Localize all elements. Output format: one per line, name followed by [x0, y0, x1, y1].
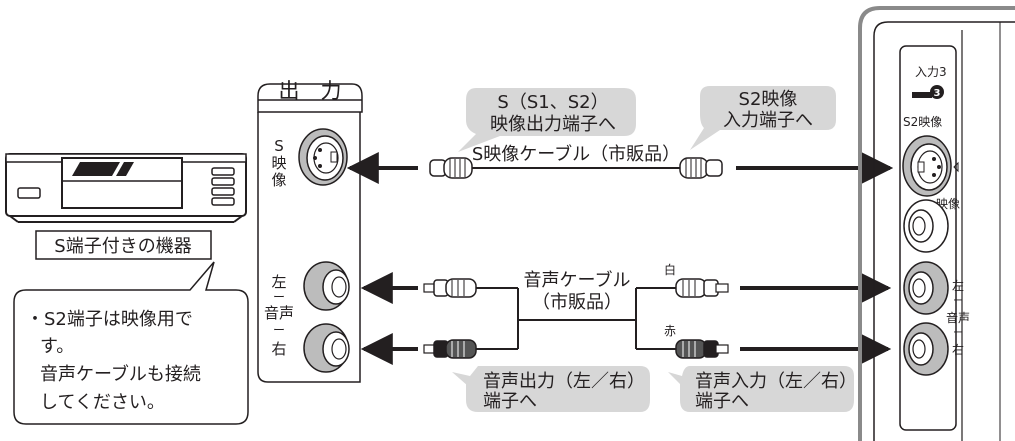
- note-line-2: す。: [40, 336, 74, 357]
- tv-audio-left-jack: [903, 261, 949, 315]
- rca-plug-red-right-icon: [675, 339, 729, 359]
- output-audio-dash-2: ー: [273, 323, 285, 337]
- device-caption-box: [35, 230, 212, 260]
- white-plug-label: 白: [664, 262, 676, 277]
- rca-plug-white-right-icon: [675, 278, 729, 298]
- rca-plug-red-left-icon: [423, 339, 477, 359]
- audio-cable-label-1: 音声ケーブル: [524, 269, 631, 291]
- tv-input-bar-icon: [912, 92, 932, 98]
- tv-audio-right-jack: [903, 322, 949, 376]
- callout-audio-output-line1: 音声出力（左／右）: [483, 371, 645, 392]
- callout-s-output: [458, 88, 636, 152]
- callout-audio-input-line2: 端子へ: [695, 391, 749, 412]
- tv-audio-dash-1: ー: [953, 296, 963, 307]
- callout-s2-input: [690, 86, 836, 150]
- output-s-label-2: 映: [271, 154, 286, 172]
- s-video-cable-label: S映像ケーブル（市販品）: [472, 143, 680, 165]
- callout-s-output-line1: S（S1、S2）: [497, 92, 608, 113]
- tv-input-number-icon: [930, 85, 944, 99]
- s-plug-left-icon: [429, 157, 473, 179]
- tape-slot-icon: [72, 162, 120, 176]
- tv-s2-label: S2映像: [903, 115, 942, 129]
- tv-input-label: 入力3: [915, 65, 947, 79]
- tv-video-jack: [903, 199, 949, 253]
- note-line-1: ・S2端子は映像用で: [26, 309, 193, 330]
- callout-audio-input-line1: 音声入力（左／右）: [695, 371, 857, 392]
- tv-input-number: 3: [934, 88, 941, 99]
- rca-plug-white-left-icon: [423, 278, 477, 298]
- s-plug-right-icon: [679, 157, 723, 179]
- tv-audio-dash-2: ー: [953, 328, 963, 339]
- callout-s-output-line2: 映像出力端子へ: [490, 114, 616, 135]
- output-s-label-3: 像: [271, 171, 286, 189]
- output-audio-left-jack: [303, 261, 350, 311]
- device-caption: S端子付きの機器: [54, 236, 191, 257]
- front-vent-icon: [211, 167, 235, 206]
- output-audio-right: 右: [271, 340, 286, 358]
- callout-s2-input-line2: 入力端子へ: [723, 110, 813, 131]
- audio-cable: [360, 272, 892, 365]
- output-audio-label: 音声: [264, 304, 294, 322]
- s-video-cable: [346, 152, 894, 184]
- callout-audio-output-line2: 端子へ: [483, 391, 537, 412]
- audio-cable-label-2: （市販品）: [532, 292, 622, 313]
- output-panel-title: 出 力: [279, 79, 342, 103]
- callout-s2-input-line1: S2映像: [739, 89, 798, 110]
- output-s-label: S: [274, 137, 284, 155]
- output-s-video-jack: [298, 128, 348, 186]
- output-audio-left: 左: [271, 273, 286, 291]
- red-plug-label: 赤: [664, 324, 676, 338]
- tv-audio-left: 左: [952, 278, 964, 293]
- output-audio-dash-1: ー: [273, 290, 285, 304]
- tv-audio-label: 音声: [946, 310, 970, 325]
- tv-audio-right: 右: [952, 342, 964, 357]
- callout-audio-input: [668, 366, 854, 412]
- tv-s-video-jack: [902, 135, 959, 197]
- power-button-icon: [17, 187, 41, 199]
- callout-audio-output: [452, 366, 650, 412]
- note-line-3: 音声ケーブルも接続: [40, 363, 201, 385]
- source-device: [5, 153, 247, 223]
- output-audio-right-jack: [303, 323, 350, 373]
- note-bubble: [13, 261, 249, 425]
- note-line-4: してください。: [40, 392, 165, 413]
